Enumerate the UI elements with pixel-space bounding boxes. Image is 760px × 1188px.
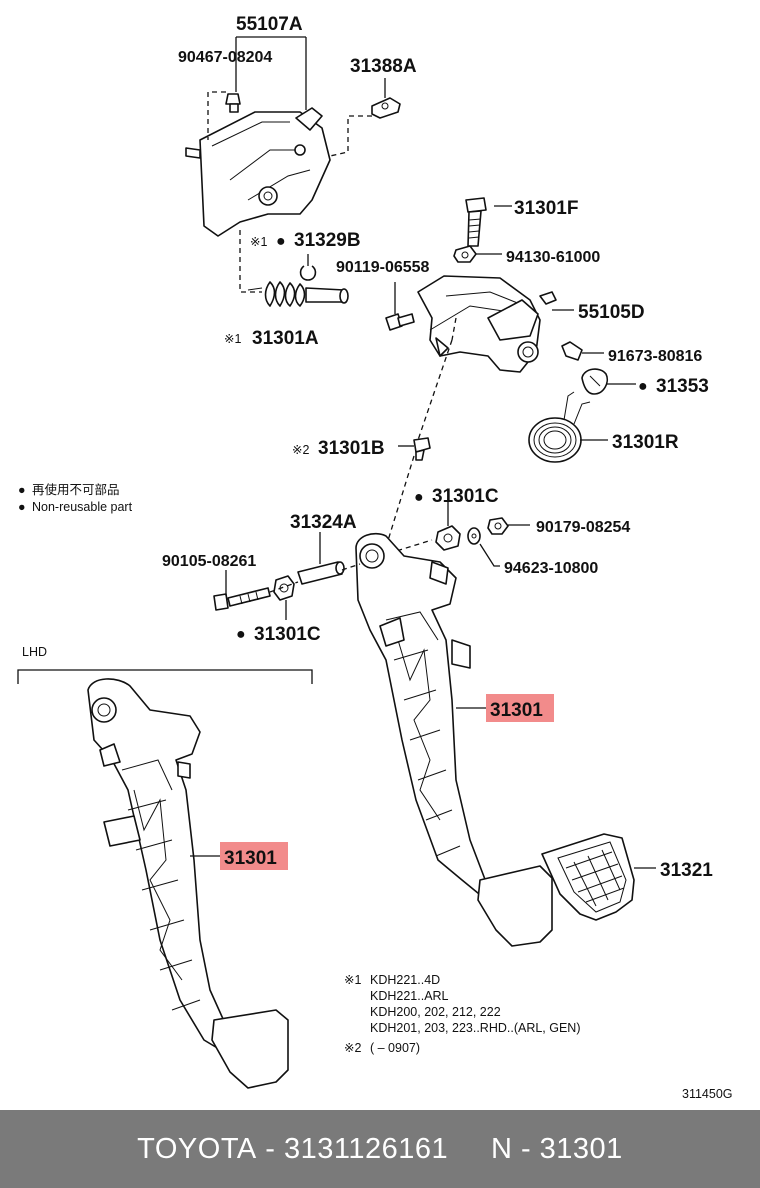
non-reusable-bullet-31301C-lower: ● <box>236 626 246 643</box>
label-31321: 31321 <box>660 860 713 881</box>
label-31301C-lower: 31301C <box>254 624 321 645</box>
bolt-31301F-drawing <box>465 197 487 247</box>
label-90179-08254: 90179-08254 <box>536 519 630 536</box>
footer-separator: - <box>256 1132 285 1165</box>
clip-31388A-drawing <box>371 97 401 119</box>
label-31329B: 31329B <box>294 230 361 251</box>
pedal-31301-lhd-drawing <box>87 678 289 1089</box>
note1-mark-31329B: ※1 <box>250 235 267 249</box>
part-number-footer: TOYOTA - 3131126161 N - 31301 <box>0 1110 760 1188</box>
collar-31324A-drawing <box>297 561 345 585</box>
note1-mark-31301A: ※1 <box>224 332 241 346</box>
non-reusable-bullet-31353: ● <box>638 378 648 395</box>
highlight-31301-main <box>486 694 554 722</box>
note1-line3: KDH200, 202, 212, 222 <box>370 1005 501 1019</box>
spring-31301R-drawing <box>528 391 591 463</box>
bolt-90119-drawing <box>385 313 415 331</box>
nut-90179-drawing <box>487 517 509 535</box>
footer-brand: TOYOTA <box>137 1132 257 1165</box>
footer-part-number: 3131126161 <box>284 1132 449 1165</box>
bracket-55107A-drawing <box>185 107 331 237</box>
lhd-label: LHD <box>22 645 47 659</box>
note2-mark: ※2 <box>344 1041 361 1055</box>
pad-31321-drawing <box>541 833 635 921</box>
legend-non-reusable-jp: 再使用不可部品 <box>32 482 120 497</box>
non-reusable-bullet-31329B: ● <box>276 233 286 250</box>
note1-line2: KDH221..ARL <box>370 989 449 1003</box>
nut-31301C-lower-drawing <box>273 575 295 601</box>
label-31301F: 31301F <box>514 198 578 219</box>
note1-line4: KDH201, 203, 223..RHD..(ARL, GEN) <box>370 1021 581 1035</box>
label-55105D: 55105D <box>578 302 645 323</box>
clip-31329B-drawing <box>299 265 317 281</box>
lhd-bracket-line <box>17 669 313 684</box>
bolt-91673-drawing <box>561 341 583 361</box>
label-31301-main: 31301 <box>490 700 543 721</box>
pin-31301B-drawing <box>413 437 431 461</box>
legend-non-reusable-en: Non-reusable part <box>32 500 133 514</box>
legend-bullet-en: ● <box>18 500 26 514</box>
pedal-31301-drawing <box>355 532 553 947</box>
label-31301A: 31301A <box>252 328 319 349</box>
label-31388A: 31388A <box>350 56 417 77</box>
label-31301R: 31301R <box>612 432 679 453</box>
footer-ref: 31301 <box>539 1132 623 1165</box>
bracket-55105D-drawing <box>417 275 557 373</box>
bolt-90105-drawing <box>213 587 271 611</box>
label-31324A: 31324A <box>290 512 357 533</box>
parts-diagram: 55107A 90467-08204 31388A 31301F ※1 ● 31… <box>17 14 733 1101</box>
label-31301-lhd: 31301 <box>224 848 277 869</box>
footer-ref-separator: N - <box>448 1132 540 1165</box>
cushion-31353-drawing <box>581 368 609 395</box>
nut-31301C-drawing <box>435 525 461 551</box>
label-94623-10800: 94623-10800 <box>504 560 598 577</box>
label-31353: 31353 <box>656 376 709 397</box>
label-31301C-upper: 31301C <box>432 486 499 507</box>
highlight-31301-lhd <box>220 842 288 870</box>
note1-mark: ※1 <box>344 973 361 987</box>
note1-line1: KDH221..4D <box>370 973 440 987</box>
label-91673-80816: 91673-80816 <box>608 348 702 365</box>
non-reusable-bullet-31301C: ● <box>414 489 424 506</box>
spring-31301A-drawing <box>247 281 349 307</box>
label-94130-61000: 94130-61000 <box>506 249 600 266</box>
label-90105-08261: 90105-08261 <box>162 553 256 570</box>
note2-mark-31301B: ※2 <box>292 443 309 457</box>
nut-94130-drawing <box>453 245 477 263</box>
washer-94623-drawing <box>467 527 481 545</box>
label-90119-06558: 90119-06558 <box>336 259 430 276</box>
label-90467-08204: 90467-08204 <box>178 49 272 66</box>
label-55107A: 55107A <box>236 14 303 35</box>
label-31301B: 31301B <box>318 438 385 459</box>
bolt-90467-drawing <box>225 93 241 113</box>
legend-bullet-jp: ● <box>18 483 26 497</box>
diagram-code: 311450G <box>682 1087 733 1101</box>
note2-line1: ( – 0907) <box>370 1041 420 1055</box>
